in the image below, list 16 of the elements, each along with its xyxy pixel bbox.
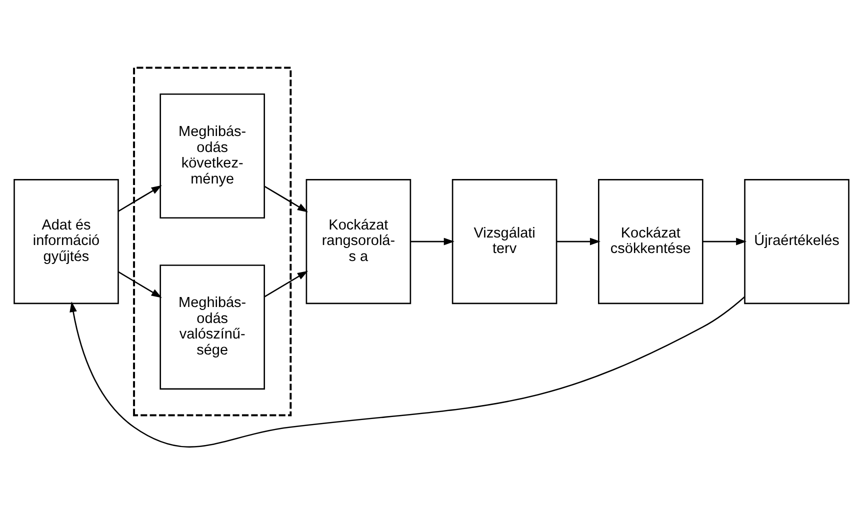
node-box: Meghibás- odás valószínű- sége [160,264,265,390]
node-box: Újraértékelés [744,179,850,304]
arrow [556,238,601,246]
arrow [264,270,308,298]
arrow [264,186,308,212]
node-box: Kockázat csökkentése [598,179,704,304]
node-box: Meghibás- odás következ- ménye [160,93,265,218]
node-box: Adat és információ gyűjtés [14,179,119,304]
arrow [118,185,162,212]
arrow [118,271,162,298]
node-box: Vizsgálati terv [452,179,558,304]
arrow [702,238,747,246]
arrow [70,296,746,448]
arrow [410,238,454,246]
cluster [133,66,292,416]
node-box: Kockázat rangsorolá- s a [306,179,412,304]
